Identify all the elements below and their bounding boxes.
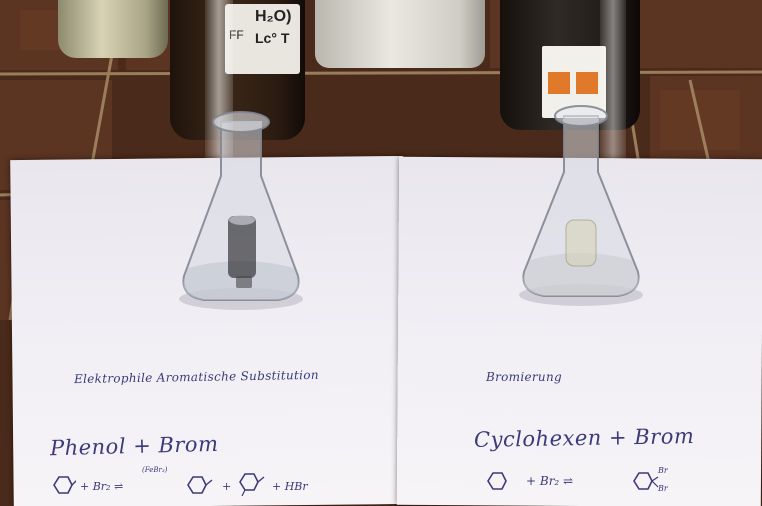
equation-part-b: + [222,480,232,493]
erlenmeyer-flask-left [179,111,303,310]
equation-part-a: + Br₂ ⇌ [80,480,124,493]
bottle-label-line3: Lc° T [255,30,290,46]
left-sheet-reaction: Phenol + Brom [49,431,219,461]
hazard-symbol [576,72,598,94]
glass-jar-left [58,0,168,58]
right-sheet-title: Bromierung [486,370,562,384]
bromine-substituent-label: Br [658,484,668,493]
cyclohexene-ring-icon [487,472,507,490]
bromine-substituent-label: Br [658,466,668,475]
erlenmeyer-flask-right [519,105,643,306]
bromophenol-para-ring-icon [239,473,265,497]
right-sheet-reaction: Cyclohexen + Brom [473,424,695,452]
hazard-symbol [548,72,570,94]
catalyst-label: (FeBr₃) [142,466,168,474]
glass-rod [600,0,626,180]
right-sheet-equation: + Br₂ ⇌ Br Br [480,462,750,502]
left-sheet-equation: + Br₂ ⇌ (FeBr₃) + + HBr [46,466,406,504]
phenol-ring-icon [53,476,76,494]
dibromocyclohexane-ring-icon [633,472,659,490]
right-equation-part-a: + Br₂ ⇌ [526,474,574,488]
equation-part-c: + HBr [272,480,308,493]
bromophenol-ortho-ring-icon [187,476,213,494]
bottle-label: H₂O) FF Lc° T [225,4,300,74]
white-plastic-container [315,0,485,68]
bottle-label-line1: H₂O) [255,8,292,25]
